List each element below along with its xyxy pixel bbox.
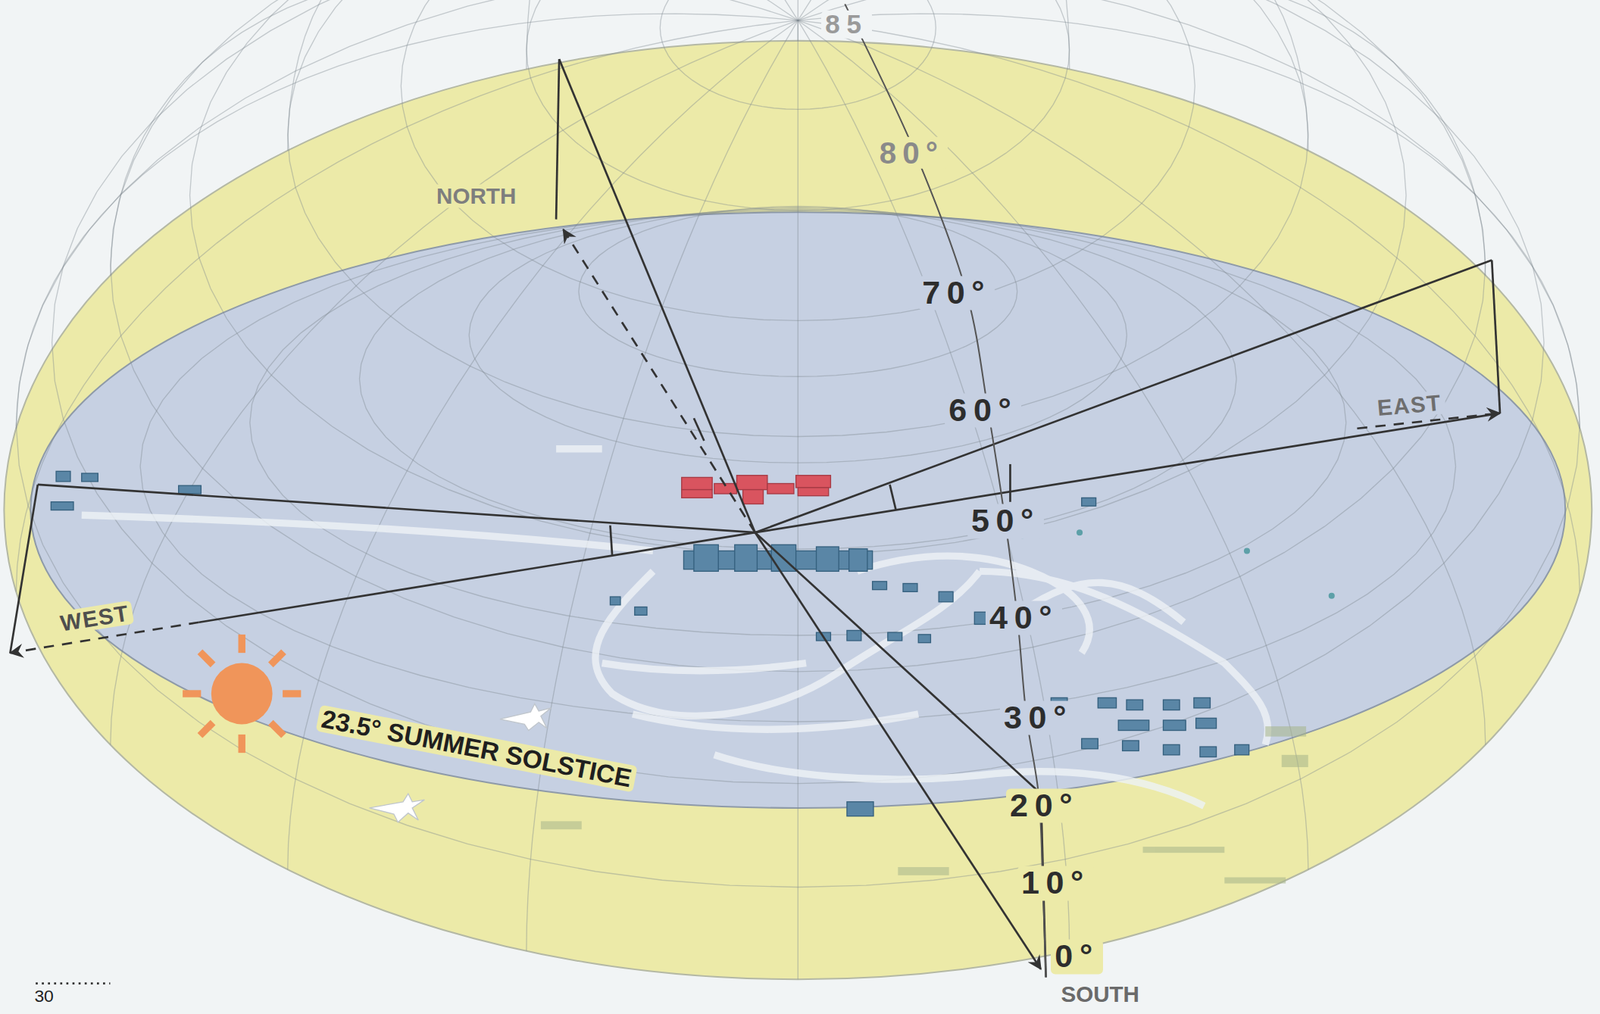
grid-line xyxy=(578,206,1018,377)
axis-line xyxy=(755,532,1041,794)
altitude-label: 60° xyxy=(944,393,1022,428)
altitude-label: 40° xyxy=(985,601,1063,636)
sun-ray xyxy=(182,690,201,697)
grid-line xyxy=(797,0,1486,276)
sun-ray xyxy=(270,652,284,666)
altitude-label: 30° xyxy=(1000,701,1077,736)
grid-line xyxy=(140,211,1456,722)
altitude-label: 50° xyxy=(967,504,1044,539)
altitude-label: 70° xyxy=(918,275,995,310)
altitude-label: 20° xyxy=(1006,788,1083,823)
grid-line xyxy=(15,20,798,592)
grid-line xyxy=(468,207,1127,463)
axis-line xyxy=(755,532,1041,970)
axis-line xyxy=(890,484,897,511)
altitude-label: 85 xyxy=(821,10,872,39)
grid-line xyxy=(797,0,1069,69)
grid-line xyxy=(359,209,1238,550)
page-number: 30 xyxy=(30,987,57,1006)
sun-ray xyxy=(282,690,301,697)
grid-line xyxy=(110,0,799,276)
grid-line xyxy=(797,20,1486,745)
axis-line xyxy=(37,484,756,533)
direction-label: SOUTH xyxy=(1056,983,1144,1007)
sun-ray xyxy=(200,722,213,736)
altitude-meridian xyxy=(844,3,1046,978)
grid-line xyxy=(110,20,799,745)
grid-line xyxy=(797,20,799,980)
page-rule xyxy=(35,983,110,985)
axis-line xyxy=(9,484,38,654)
sun-ray xyxy=(200,652,213,666)
compass-axes xyxy=(9,59,1500,978)
altitude-label: 80° xyxy=(875,137,948,169)
axis-line xyxy=(755,413,1500,534)
axis-line xyxy=(1491,260,1500,414)
station-site xyxy=(50,449,1335,885)
axis-line xyxy=(609,525,613,557)
axis-line xyxy=(199,532,756,623)
axis-line xyxy=(563,229,756,533)
axis-line xyxy=(556,59,560,219)
grid-line xyxy=(797,13,1580,429)
altitude-label: 10° xyxy=(1017,866,1094,901)
axis-line xyxy=(559,59,756,533)
grid-line xyxy=(287,20,799,870)
grid-line xyxy=(526,20,798,952)
grid-line xyxy=(15,13,798,429)
altitude-label: 0° xyxy=(1050,940,1103,975)
direction-label: NORTH xyxy=(432,184,520,208)
sun-ray xyxy=(270,722,284,736)
grid-line xyxy=(797,0,1309,151)
dome-grid xyxy=(15,0,1580,980)
grid-line xyxy=(526,0,798,69)
sun-ray xyxy=(238,734,246,754)
solstice-label: 23.5° SUMMER SOLSTICE xyxy=(315,705,638,794)
sun-symbol xyxy=(182,634,301,754)
grid-line xyxy=(287,0,799,151)
axis-line xyxy=(693,418,704,441)
axis-line xyxy=(755,260,1492,534)
axis-line xyxy=(1009,464,1012,503)
direction-label: EAST xyxy=(1372,390,1447,420)
direction-label: WEST xyxy=(55,600,135,637)
sun-ray xyxy=(238,634,246,654)
